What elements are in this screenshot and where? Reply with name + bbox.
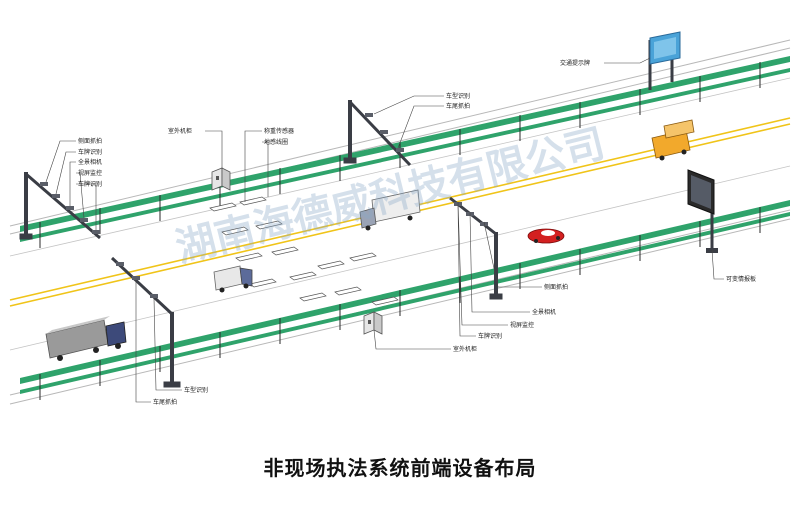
callout-leaders <box>45 57 724 403</box>
label-right-side-capture: 侧面抓拍 <box>544 283 568 291</box>
label-outdoor-cabinet-bottom: 室外机柜 <box>453 345 477 353</box>
lower-guardrail <box>20 200 790 400</box>
label-left-side-capture: 侧面抓拍 <box>78 137 102 145</box>
top-gantry <box>343 100 412 167</box>
ground-loop-pads <box>209 196 399 306</box>
label-ground-loop: 地感线圈 <box>264 138 288 146</box>
diagram-title: 非现场执法系统前端设备布局 <box>263 456 537 480</box>
label-left-video: 视屏监控 <box>78 169 102 177</box>
car-red <box>527 228 565 244</box>
label-traffic-sign: 交通提示牌 <box>560 59 590 67</box>
bottom-gantry <box>110 256 181 388</box>
left-gantry <box>19 172 101 240</box>
highway-layout-diagram: 湖南海德威科技有限公司 交通提示牌 车型识别 车尾抓拍 <box>9 31 791 406</box>
label-weigh-sensor: 称重传感器 <box>264 127 294 135</box>
label-left-plate-recog: 车牌识别 <box>78 148 102 156</box>
label-vehicle-type-bottom: 车型识别 <box>184 386 208 394</box>
traffic-sign <box>648 31 681 90</box>
left-gantry-cameras <box>40 182 100 234</box>
label-right-panorama: 全景相机 <box>532 308 556 316</box>
truck-large-left <box>45 316 127 361</box>
label-vms-board: 可变情报板 <box>726 275 756 283</box>
van-white-middle <box>213 265 253 293</box>
label-outdoor-cabinet-top: 室外机柜 <box>168 127 192 135</box>
label-vehicle-type-top: 车型识别 <box>446 92 470 100</box>
label-left-panorama: 全景相机 <box>78 158 102 166</box>
truck-orange-top <box>651 119 695 161</box>
label-right-plate-recog: 车牌识别 <box>478 332 502 340</box>
callout-labels: 交通提示牌 车型识别 车尾抓拍 室外机柜 称重传感器 地感线圈 侧面抓拍 车牌识… <box>78 59 756 406</box>
outdoor-cabinet-top <box>211 167 231 191</box>
label-rear-capture-bottom: 车尾抓拍 <box>153 398 177 406</box>
right-gantry <box>449 196 503 300</box>
label-rear-capture-top: 车尾抓拍 <box>446 102 470 110</box>
outdoor-cabinet-bottom <box>363 311 383 335</box>
truck-white-top <box>359 189 421 231</box>
label-right-video: 视屏监控 <box>510 321 534 329</box>
vms-board <box>687 169 718 253</box>
label-left-plate-recog2: 车牌识别 <box>78 180 102 188</box>
